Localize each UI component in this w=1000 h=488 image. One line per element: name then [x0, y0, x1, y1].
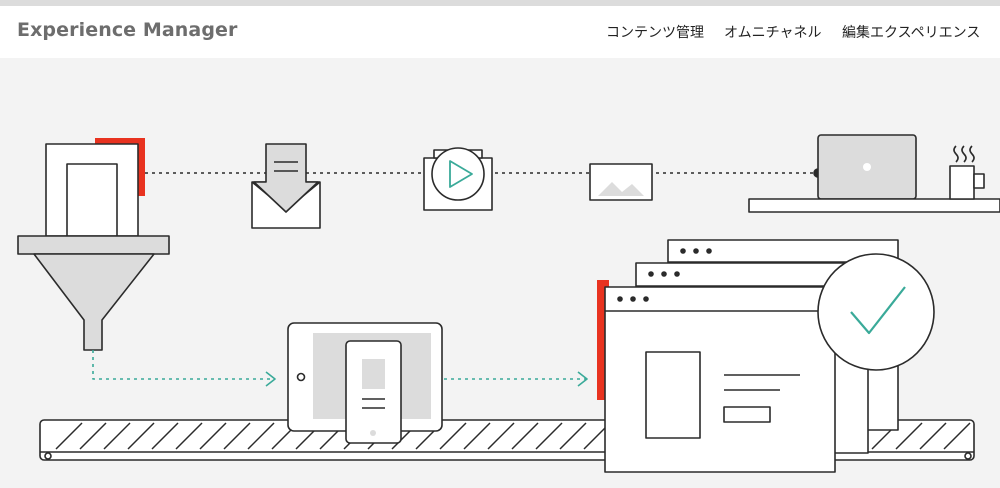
belt-stripe	[463, 422, 491, 450]
belt-stripe	[199, 422, 227, 450]
belt-stripe	[247, 422, 275, 450]
teal-arrow-2	[577, 371, 588, 387]
belt-stripe	[895, 422, 923, 450]
browser-window-front	[604, 286, 836, 473]
belt-stripe	[487, 422, 515, 450]
brand-title[interactable]: Experience Manager	[17, 19, 238, 41]
nav-content-management[interactable]: コンテンツ管理	[606, 25, 704, 41]
smartphone-icon	[345, 340, 402, 444]
top-border	[0, 0, 1000, 6]
belt-stripe	[55, 422, 83, 450]
content-source-icon	[45, 138, 145, 237]
belt-stripe	[919, 422, 947, 450]
funnel-icon	[17, 235, 170, 351]
nav-omnichannel[interactable]: オムニチャネル	[724, 25, 822, 41]
belt-stripe	[103, 422, 131, 450]
belt-stripe	[223, 422, 251, 450]
belt-stripe	[943, 422, 971, 450]
teal-arrow-1	[265, 371, 276, 387]
belt-stripe	[79, 422, 107, 450]
belt-stripe	[511, 422, 539, 450]
laptop-icon	[813, 134, 917, 200]
image-placeholder-icon	[589, 163, 653, 201]
mail-download-icon	[251, 143, 321, 229]
site-header: Experience Manager コンテンツ管理 オムニチャネル 編集エクス…	[0, 6, 1000, 58]
coffee-mug-icon	[949, 145, 985, 200]
belt-stripe	[559, 422, 587, 450]
belt-stripe	[439, 422, 467, 450]
belt-stripe	[175, 422, 203, 450]
shelf	[748, 198, 1000, 213]
video-play-icon	[423, 147, 493, 211]
hero-illustration	[17, 134, 1000, 473]
belt-stripe	[151, 422, 179, 450]
belt-stripe	[535, 422, 563, 450]
teal-flow-path-1	[92, 350, 274, 380]
belt-stripe	[127, 422, 155, 450]
approved-check-icon	[817, 253, 935, 371]
nav-editing-experience[interactable]: 編集エクスペリエンス	[842, 25, 981, 41]
